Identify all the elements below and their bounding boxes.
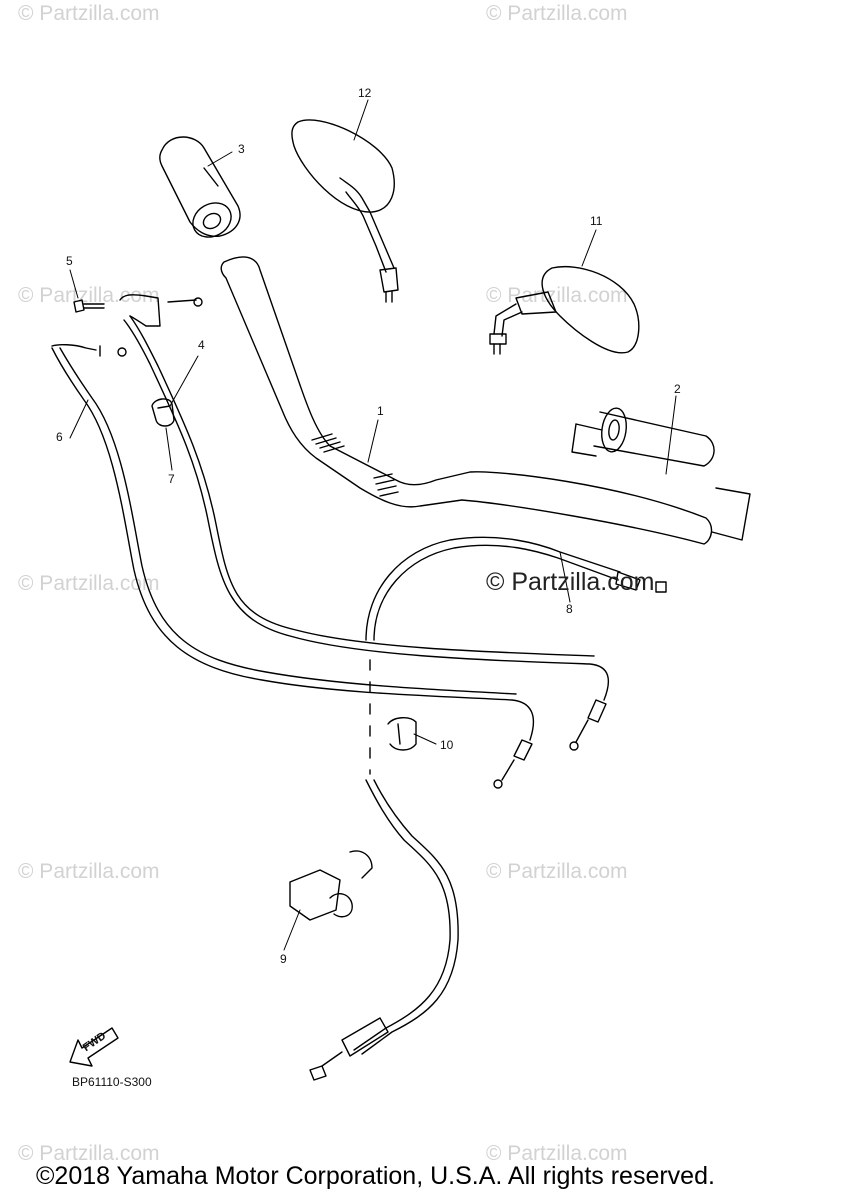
callout-9: 9 bbox=[280, 952, 287, 966]
callout-7: 7 bbox=[168, 472, 175, 486]
handlebar-part bbox=[220, 256, 713, 545]
watermark: © Partzilla.com bbox=[18, 572, 160, 595]
watermark: © Partzilla.com bbox=[18, 284, 160, 307]
watermark: © Partzilla.com bbox=[486, 860, 628, 883]
callout-4: 4 bbox=[198, 338, 205, 352]
callout-10: 10 bbox=[440, 738, 454, 752]
callout-3: 3 bbox=[238, 142, 245, 156]
copyright-notice: ©2018 Yamaha Motor Corporation, U.S.A. A… bbox=[36, 1162, 715, 1190]
left-mirror-part bbox=[291, 119, 399, 303]
right-grip-part bbox=[571, 407, 751, 541]
diagram-code: BP61110-S300 bbox=[72, 1075, 152, 1089]
callout-8: 8 bbox=[566, 602, 573, 616]
watermark: © Partzilla.com bbox=[18, 1142, 160, 1165]
throttle-cable-lower-part bbox=[51, 343, 535, 789]
clutch-cable-part bbox=[309, 536, 667, 1081]
screw-part bbox=[73, 299, 105, 313]
callout-5: 5 bbox=[66, 254, 73, 268]
main-watermark: © Partzilla.com bbox=[486, 568, 655, 596]
right-mirror-part bbox=[489, 265, 640, 355]
watermark: © Partzilla.com bbox=[486, 284, 628, 307]
left-grip-part bbox=[159, 136, 241, 238]
watermark: © Partzilla.com bbox=[18, 860, 160, 883]
watermark: © Partzilla.com bbox=[18, 2, 160, 25]
leader-lines bbox=[69, 99, 677, 951]
watermark: © Partzilla.com bbox=[486, 2, 628, 25]
callout-11: 11 bbox=[590, 214, 603, 228]
cable-holder-part bbox=[387, 717, 417, 751]
fwd-arrow-icon bbox=[69, 1027, 119, 1067]
lever-holder-part bbox=[289, 850, 373, 921]
callout-1: 1 bbox=[377, 404, 384, 418]
throttle-cable-part bbox=[119, 294, 610, 751]
callout-6: 6 bbox=[56, 430, 63, 444]
cable-clamp-part bbox=[151, 398, 175, 427]
callout-2: 2 bbox=[674, 382, 681, 396]
watermark: © Partzilla.com bbox=[486, 1142, 628, 1165]
callout-12: 12 bbox=[358, 86, 372, 100]
